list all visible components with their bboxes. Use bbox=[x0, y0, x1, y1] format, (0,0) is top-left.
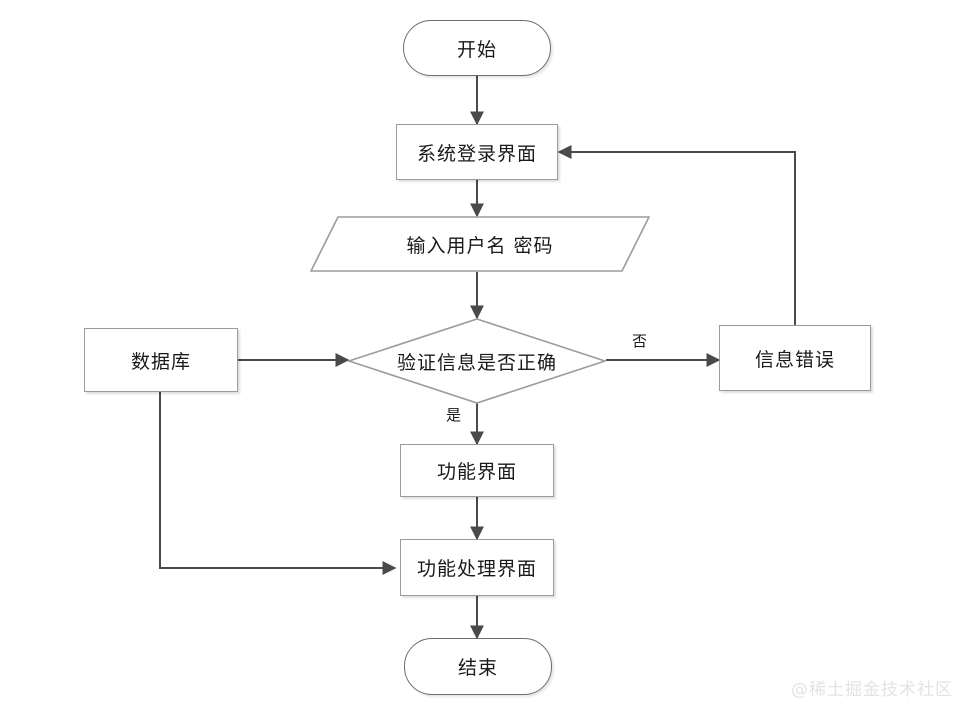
watermark-text: @稀土掘金技术社区 bbox=[791, 680, 953, 700]
parallelogram-shape bbox=[310, 216, 650, 272]
edge-label-no: 否 bbox=[632, 330, 647, 351]
edge-error-to-login bbox=[557, 145, 796, 325]
node-info-error[interactable]: 信息错误 bbox=[719, 325, 871, 391]
node-login-screen[interactable]: 系统登录界面 bbox=[396, 124, 558, 180]
node-verify-decision-label: 验证信息是否正确 bbox=[396, 351, 557, 374]
edge-label-no-text: 否 bbox=[632, 332, 648, 350]
edge-label-yes: 是 bbox=[446, 404, 461, 425]
node-start-label: 开始 bbox=[456, 38, 497, 61]
node-input-credentials[interactable]: 输入用户名 密码 bbox=[310, 216, 650, 272]
diamond-shape bbox=[348, 318, 606, 404]
node-login-screen-label: 系统登录界面 bbox=[416, 142, 537, 165]
node-function-process-screen[interactable]: 功能处理界面 bbox=[400, 539, 554, 596]
node-info-error-label: 信息错误 bbox=[754, 348, 835, 371]
node-database[interactable]: 数据库 bbox=[84, 328, 238, 392]
node-function-process-screen-label: 功能处理界面 bbox=[416, 558, 537, 580]
node-end[interactable]: 结束 bbox=[404, 638, 552, 695]
node-database-label: 数据库 bbox=[130, 350, 191, 373]
watermark: @稀土掘金技术社区 bbox=[791, 675, 953, 700]
edge-label-yes-text: 是 bbox=[446, 406, 462, 424]
node-function-screen[interactable]: 功能界面 bbox=[400, 444, 554, 497]
node-end-label: 结束 bbox=[457, 657, 498, 679]
node-input-credentials-label: 输入用户名 密码 bbox=[406, 234, 554, 257]
edge-db-to-process bbox=[159, 392, 397, 575]
node-function-screen-label: 功能界面 bbox=[436, 461, 517, 483]
node-start[interactable]: 开始 bbox=[403, 20, 551, 76]
node-verify-decision[interactable]: 验证信息是否正确 bbox=[348, 318, 606, 404]
